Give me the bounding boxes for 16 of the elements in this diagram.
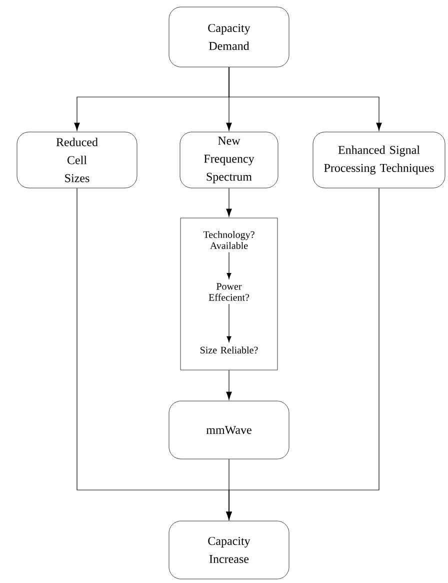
criteria-text: Size Reliable? xyxy=(200,346,258,354)
process-box: Capacity Demand xyxy=(168,6,290,68)
arrow xyxy=(228,66,382,131)
process-box: New Frequency Spectrum xyxy=(180,132,278,188)
arrow xyxy=(226,188,232,217)
criteria-box xyxy=(180,218,278,370)
process-box: Capacity Increase xyxy=(168,520,290,580)
criteria-text: Power Effecient? xyxy=(208,283,250,301)
arrow xyxy=(226,370,232,400)
process-box: Enhanced Signal Processing Techniques xyxy=(312,132,446,188)
arrow xyxy=(226,252,232,279)
process-box: Reduced Cell Sizes xyxy=(16,132,138,188)
process-box: mmWave xyxy=(168,400,290,460)
criteria-text: Technology? Available xyxy=(203,230,254,249)
arrow xyxy=(226,304,232,342)
arrow xyxy=(226,188,380,520)
